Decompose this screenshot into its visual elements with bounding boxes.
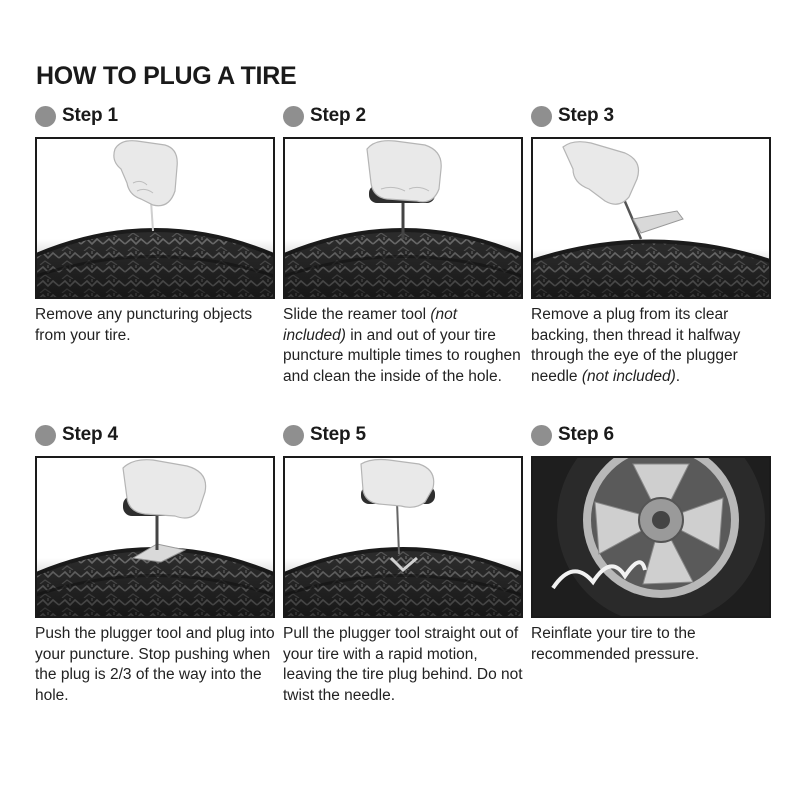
description-text: Reinflate your tire to the recommended p… [531,625,699,663]
step-bullet-icon [531,105,552,127]
step-header: Step 2 [283,104,523,128]
step-2-photo [283,137,523,299]
step-6-description: Reinflate your tire to the recommended p… [531,624,771,665]
step-1: Step 1 Remove any puncturing objects fro… [35,104,275,346]
step-1-description: Remove any puncturing objects from your … [35,305,275,346]
step-label: Step 2 [310,105,366,126]
step-label: Step 1 [62,105,118,126]
step-4-description: Push the plugger tool and plug into your… [35,624,275,706]
step-1-photo [35,137,275,299]
description-text: Pull the plugger tool straight out of yo… [283,625,523,704]
step-label: Step 6 [558,424,614,445]
step-3-photo [531,137,771,299]
step-4-photo [35,456,275,618]
tire-photo-image [285,458,521,616]
description-text: (not included) [283,306,458,344]
step-header: Step 6 [531,423,771,447]
step-3: Step 3 Remove a plug from its clear back… [531,104,771,387]
step-bullet-icon [283,105,304,127]
description-text: (not included) [581,367,676,385]
step-6: Step 6 Reinflate your tire to the recomm… [531,423,771,665]
step-header: Step 5 [283,423,523,447]
step-5-description: Pull the plugger tool straight out of yo… [283,624,523,706]
step-header: Step 1 [35,104,275,128]
tire-photo-image [37,140,273,297]
step-2: Step 2 Slide the reamer tool (not includ… [283,104,523,387]
step-6-photo [531,456,771,618]
description-text: . [675,367,681,385]
step-bullet-icon [283,424,304,446]
page-title: HOW TO PLUG A TIRE [36,62,297,90]
description-text: Remove a plug from its clear backing, th… [531,306,741,385]
description-text: in and out of your tire puncture multipl… [283,326,521,385]
step-bullet-icon [35,424,56,446]
tire-photo-image [533,141,769,297]
description-text: Remove any puncturing objects from your … [35,306,253,344]
step-5-photo [283,456,523,618]
step-label: Step 5 [310,424,366,445]
tire-photo-image [285,140,521,297]
step-5: Step 5 Pull the plugger tool straight ou… [283,423,523,706]
description-text: Slide the reamer tool [283,306,431,323]
step-bullet-icon [35,105,56,127]
description-text: Push the plugger tool and plug into your… [35,625,275,704]
step-3-description: Remove a plug from its clear backing, th… [531,305,771,387]
step-header: Step 3 [531,104,771,128]
step-2-description: Slide the reamer tool (not included) in … [283,305,523,387]
wheel-photo-image [533,458,769,616]
tire-photo-image [37,459,273,616]
step-label: Step 3 [558,105,614,126]
step-header: Step 4 [35,423,275,447]
step-4: Step 4 Push the plugger tool and plug in… [35,423,275,706]
step-label: Step 4 [62,424,118,445]
step-bullet-icon [531,424,552,446]
